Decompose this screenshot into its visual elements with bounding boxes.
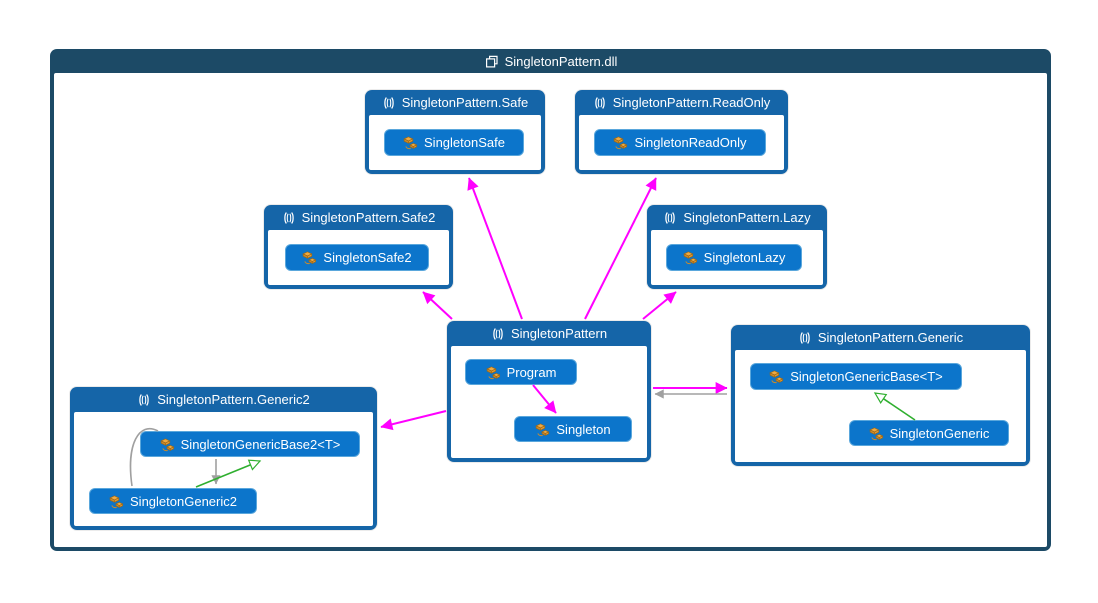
namespace-header-singletonpattern-generic2[interactable]: SingletonPattern.Generic2 xyxy=(70,387,377,412)
class-label: SingletonSafe2 xyxy=(323,250,412,265)
class-icon xyxy=(613,135,628,150)
class-icon xyxy=(769,369,784,384)
class-node-singletongeneric[interactable]: SingletonGeneric xyxy=(849,420,1009,446)
namespace-header-singletonpattern-lazy[interactable]: SingletonPattern.Lazy xyxy=(647,205,827,230)
class-node-singletongeneric2[interactable]: SingletonGeneric2 xyxy=(89,488,257,514)
class-icon xyxy=(868,426,884,441)
namespace-icon xyxy=(491,327,505,341)
class-icon xyxy=(485,365,501,380)
namespace-icon xyxy=(593,96,607,110)
class-node-singletonreadonly[interactable]: SingletonReadOnly xyxy=(594,129,766,156)
class-node-singletonsafe2[interactable]: SingletonSafe2 xyxy=(285,244,429,271)
namespace-label: SingletonPattern.Safe xyxy=(401,95,529,110)
class-label: SingletonLazy xyxy=(703,250,786,265)
class-label: Singleton xyxy=(556,421,611,437)
class-label: SingletonGenericBase<T> xyxy=(790,369,943,384)
class-icon xyxy=(109,494,124,509)
namespace-header-singletonpattern-readonly[interactable]: SingletonPattern.ReadOnly xyxy=(575,90,788,115)
class-node-singleton[interactable]: Singleton xyxy=(514,416,632,442)
class-icon xyxy=(535,422,550,437)
namespace-label: SingletonPattern.Safe2 xyxy=(301,210,436,225)
class-node-singletongenericbase2-t[interactable]: SingletonGenericBase2<T> xyxy=(140,431,360,457)
namespace-icon xyxy=(282,211,296,225)
class-node-program[interactable]: Program xyxy=(465,359,577,385)
class-label: SingletonGeneric2 xyxy=(130,493,237,509)
class-label: SingletonReadOnly xyxy=(634,135,747,150)
assembly-title: SingletonPattern.dll xyxy=(504,53,618,69)
class-node-singletongenericbase-t[interactable]: SingletonGenericBase<T> xyxy=(750,363,962,390)
class-node-singletonsafe[interactable]: SingletonSafe xyxy=(384,129,524,156)
namespace-label: SingletonPattern.Lazy xyxy=(683,210,811,225)
namespace-icon xyxy=(798,331,812,345)
namespace-header-singletonpattern-generic[interactable]: SingletonPattern.Generic xyxy=(731,325,1030,350)
namespace-icon xyxy=(663,211,677,225)
class-icon xyxy=(403,135,418,150)
class-icon xyxy=(302,250,317,265)
namespace-header-singletonpattern-safe[interactable]: SingletonPattern.Safe xyxy=(365,90,545,115)
namespace-icon xyxy=(382,96,396,110)
class-node-singletonlazy[interactable]: SingletonLazy xyxy=(666,244,802,271)
namespace-label: SingletonPattern.ReadOnly xyxy=(612,95,771,110)
class-label: SingletonGeneric xyxy=(889,425,990,441)
class-icon xyxy=(160,437,175,452)
class-label: Program xyxy=(506,364,557,380)
namespace-header-singletonpattern[interactable]: SingletonPattern xyxy=(447,321,651,346)
namespace-icon xyxy=(137,393,151,407)
class-label: SingletonSafe xyxy=(424,135,505,150)
class-icon xyxy=(683,250,698,265)
stacked-modules-icon xyxy=(484,54,499,69)
namespace-label: SingletonPattern xyxy=(510,326,608,341)
namespace-label: SingletonPattern.Generic xyxy=(817,330,964,345)
assembly-header[interactable]: SingletonPattern.dll xyxy=(50,49,1051,73)
namespace-header-singletonpattern-safe2[interactable]: SingletonPattern.Safe2 xyxy=(264,205,453,230)
class-label: SingletonGenericBase2<T> xyxy=(180,436,341,452)
namespace-label: SingletonPattern.Generic2 xyxy=(157,392,310,407)
